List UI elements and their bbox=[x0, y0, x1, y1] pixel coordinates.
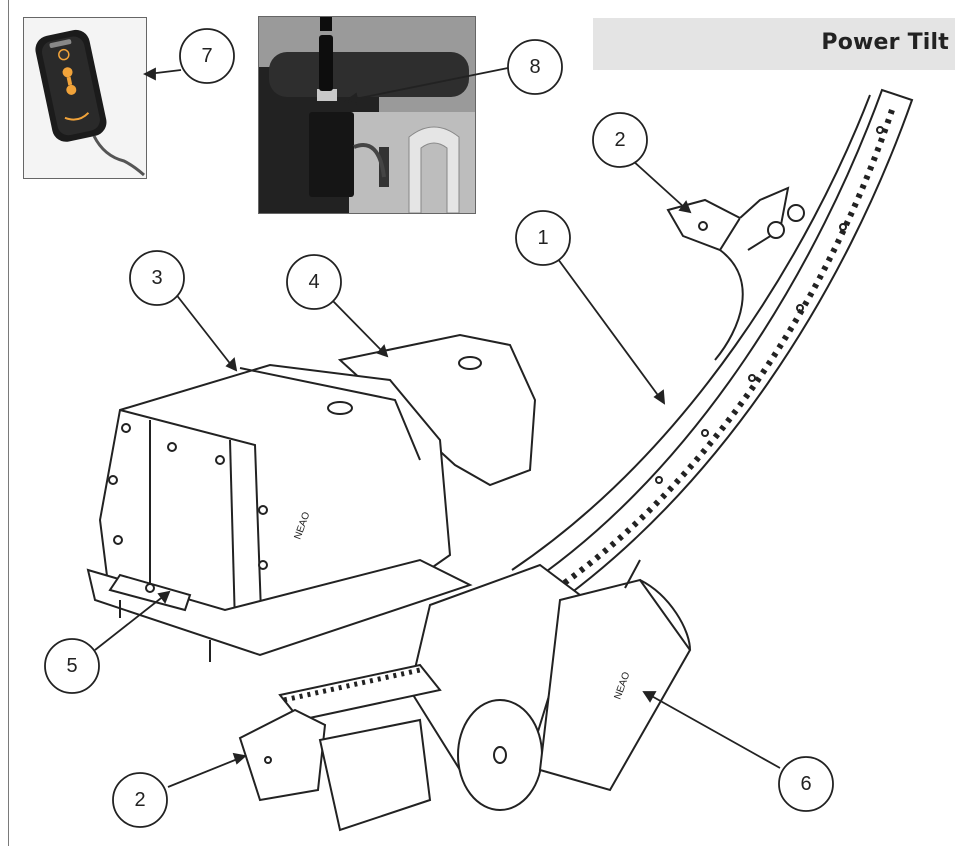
tilt-switch-photo bbox=[258, 16, 476, 214]
leader-5 bbox=[94, 594, 166, 651]
callout-2-lower-label: 2 bbox=[134, 789, 145, 811]
battery-housings: NEAO bbox=[98, 333, 537, 642]
arrow-8 bbox=[343, 92, 360, 106]
callout-7-label: 7 bbox=[201, 45, 212, 67]
callout-5: 5 bbox=[44, 638, 100, 694]
arrow-3 bbox=[225, 357, 238, 372]
callout-6-label: 6 bbox=[800, 773, 811, 795]
left-border bbox=[8, 0, 9, 846]
callout-4: 4 bbox=[286, 254, 342, 310]
callouts: 7 8 2 1 3 4 5 2 bbox=[44, 28, 834, 828]
callout-7: 7 bbox=[179, 28, 235, 84]
arrow-2a bbox=[678, 200, 692, 214]
callout-2-upper: 2 bbox=[592, 112, 648, 168]
leader-3 bbox=[174, 292, 233, 367]
page-title: Power Tilt bbox=[821, 30, 949, 55]
leader-1 bbox=[554, 254, 661, 399]
actuator-motor: NEAO bbox=[408, 559, 692, 811]
callout-3: 3 bbox=[129, 250, 185, 306]
leader-lines bbox=[94, 67, 781, 788]
upper-bracket bbox=[666, 186, 805, 361]
remote-control-photo bbox=[23, 17, 147, 179]
callout-1-label: 1 bbox=[537, 227, 548, 249]
leader-2b bbox=[167, 757, 241, 788]
lower-bracket bbox=[238, 663, 442, 832]
base-plate bbox=[86, 558, 473, 662]
callout-1: 1 bbox=[515, 210, 571, 266]
callout-8: 8 bbox=[507, 39, 563, 95]
leader-8 bbox=[349, 67, 509, 101]
callout-8-label: 8 bbox=[529, 56, 540, 78]
arrow-7 bbox=[142, 67, 156, 81]
callout-6: 6 bbox=[778, 756, 834, 812]
callout-3-label: 3 bbox=[151, 267, 162, 289]
arrow-6 bbox=[642, 691, 657, 703]
arrow-1 bbox=[653, 389, 666, 405]
tilt-rack bbox=[511, 88, 914, 614]
leader-4 bbox=[329, 297, 384, 353]
tilt-switch-image bbox=[259, 17, 475, 213]
leader-6 bbox=[647, 693, 781, 769]
arrow-4 bbox=[376, 344, 389, 358]
arrow-5 bbox=[157, 590, 171, 604]
arrow-2b bbox=[232, 752, 247, 765]
callout-2-upper-label: 2 bbox=[614, 129, 625, 151]
callout-5-label: 5 bbox=[66, 655, 77, 677]
remote-control-image bbox=[24, 18, 146, 178]
callout-2-lower: 2 bbox=[112, 772, 168, 828]
callout-4-label: 4 bbox=[308, 271, 319, 293]
title-bar: Power Tilt bbox=[593, 18, 955, 70]
leader-2a bbox=[631, 159, 686, 209]
